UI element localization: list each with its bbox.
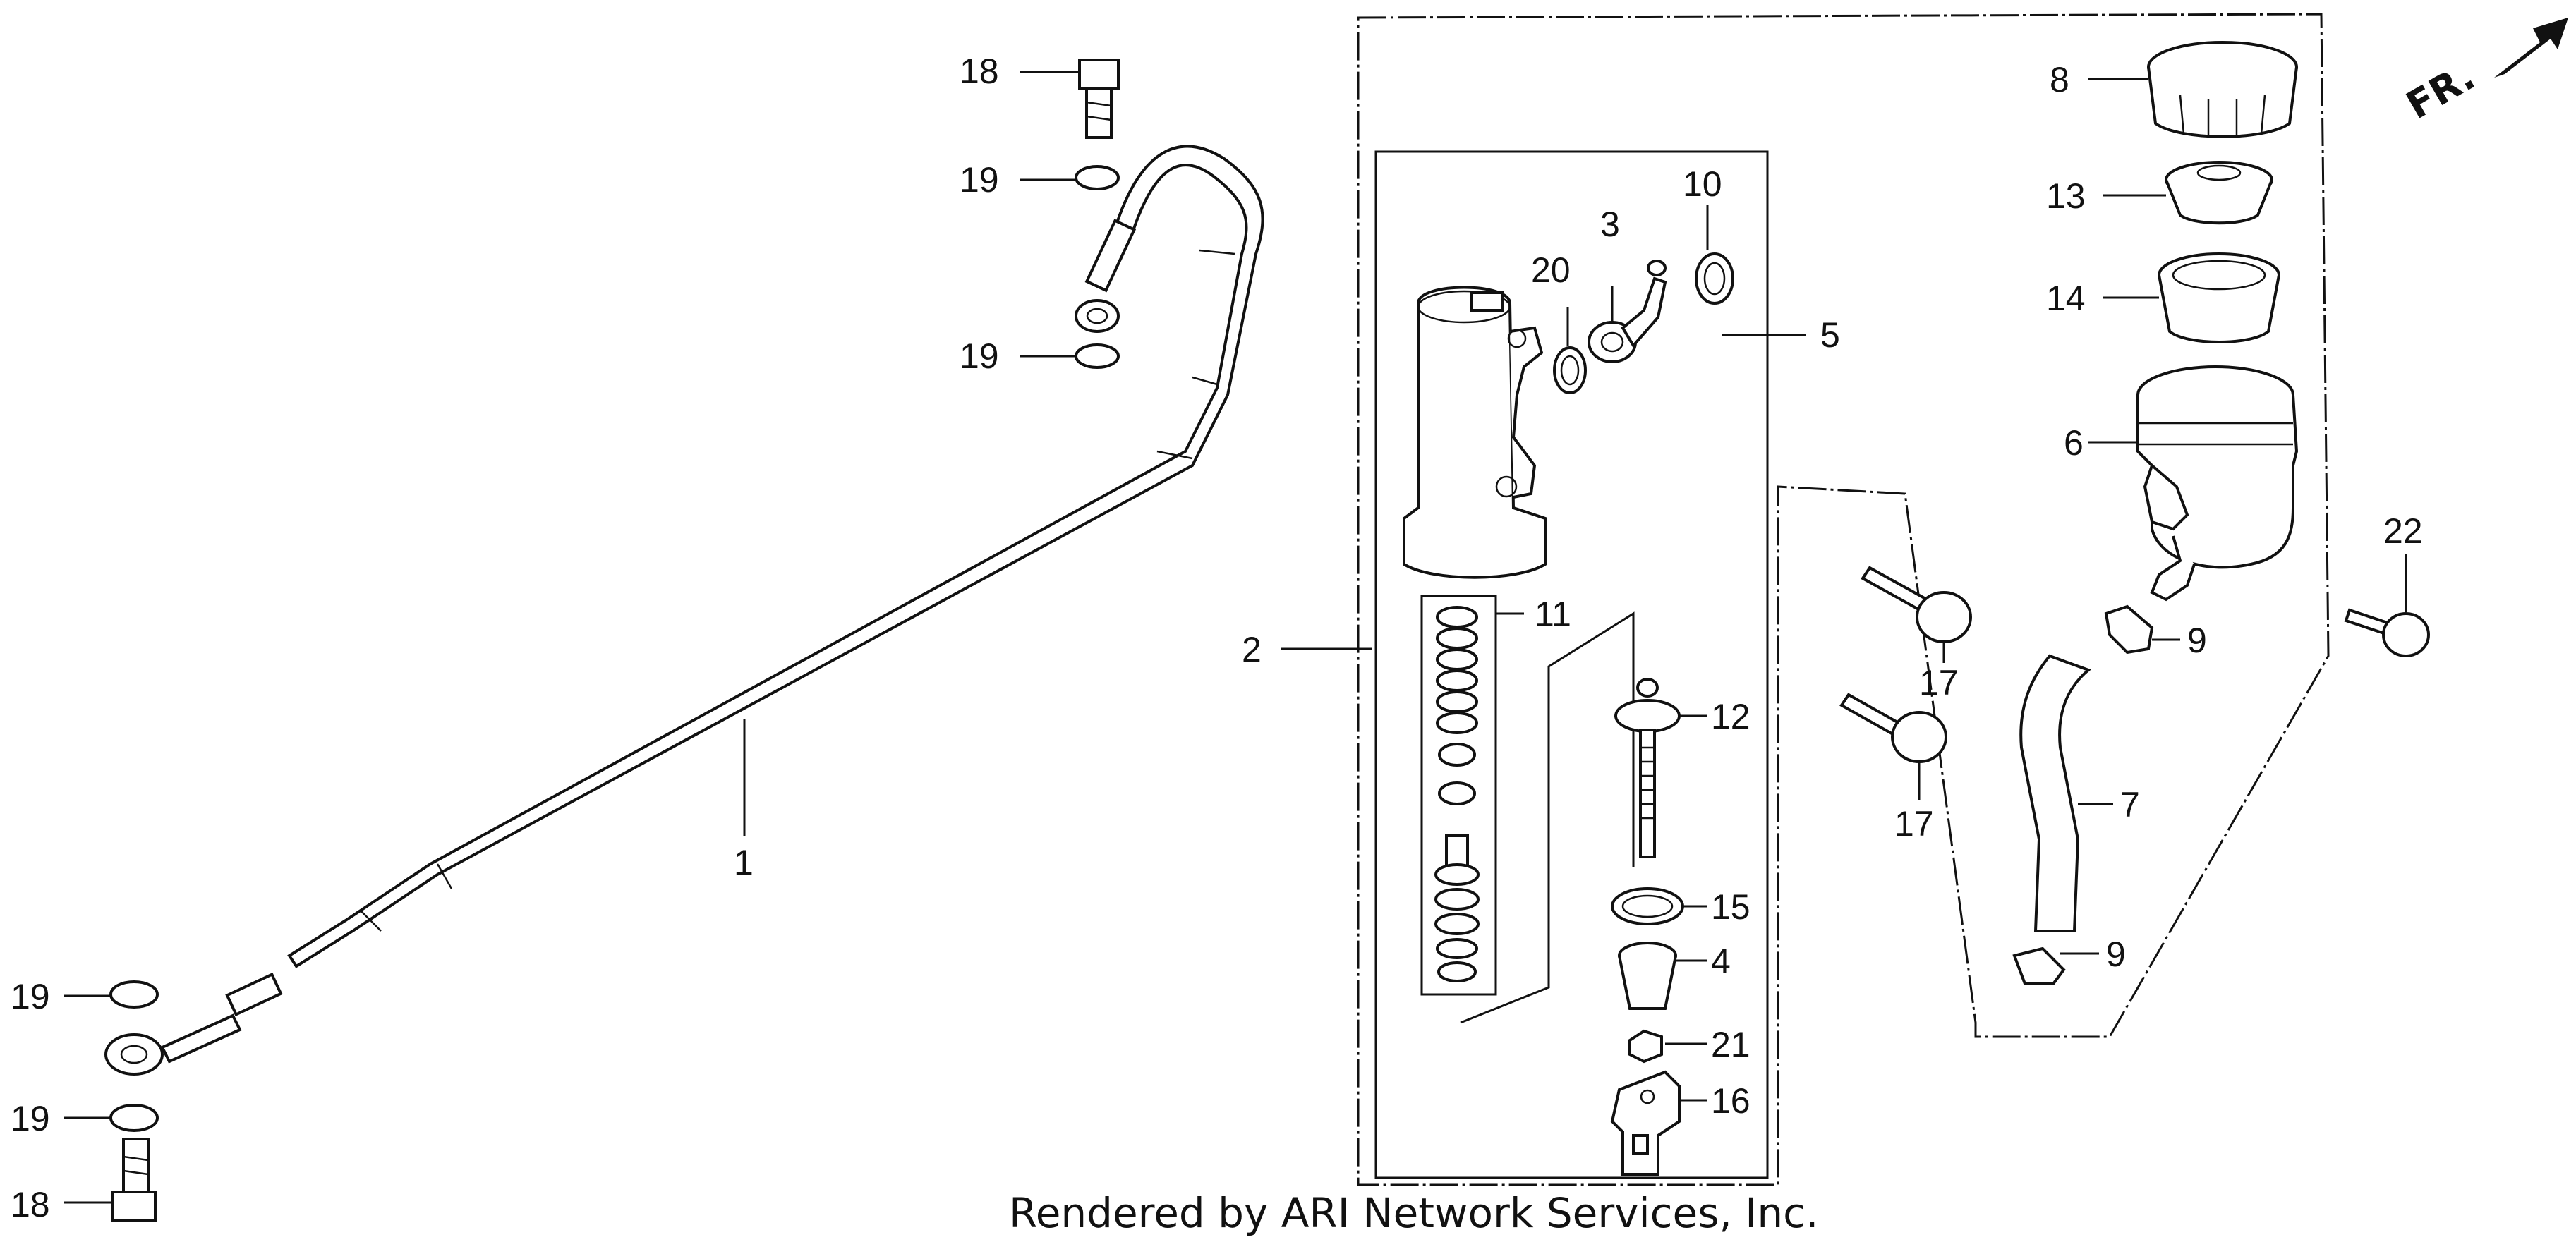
callout-9-top: 9 <box>2187 621 2207 660</box>
callout-18-bottom: 18 <box>11 1185 50 1224</box>
hose-clip-9-top <box>2104 604 2154 655</box>
hose-clip-9-bottom <box>2012 946 2066 985</box>
callout-3: 3 <box>1600 205 1620 244</box>
reservoir-hose-7 <box>2019 654 2091 932</box>
callout-10: 10 <box>1683 164 1722 204</box>
callout-20: 20 <box>1531 250 1571 290</box>
front-direction-label: FR. <box>2399 54 2482 128</box>
rod-kit-outline-12 <box>1460 611 1635 1024</box>
callout-21: 21 <box>1711 1025 1750 1064</box>
sealing-washer-top-1 <box>1075 165 1120 190</box>
bolt-17-lower <box>1839 693 1947 763</box>
callout-19-bottom-2: 19 <box>11 1099 50 1138</box>
master-cylinder-body <box>1403 286 1547 579</box>
callout-7: 7 <box>2120 785 2140 824</box>
reservoir-6 <box>2136 365 2299 602</box>
callout-19-bottom-1: 19 <box>11 977 50 1016</box>
sealing-washer-top-2 <box>1075 343 1120 369</box>
callout-labels: 18 19 19 1 19 19 18 2 20 3 10 5 11 12 15… <box>11 51 2423 1224</box>
callout-13: 13 <box>2046 176 2086 216</box>
banjo-bolt-top <box>1078 59 1120 139</box>
diaphragm-plate-13 <box>2165 161 2273 225</box>
callout-8: 8 <box>2050 60 2069 99</box>
callout-12: 12 <box>1711 697 1750 736</box>
push-rod-12 <box>1614 678 1681 858</box>
sealing-washer-bottom-1 <box>109 980 159 1009</box>
callout-15: 15 <box>1711 887 1750 927</box>
bolt-22 <box>2344 608 2430 657</box>
brake-hose <box>104 145 1264 1076</box>
assembly-outline-2 <box>1374 150 1769 1179</box>
seal-kit-outline-11 <box>1420 595 1497 996</box>
callout-14: 14 <box>2046 279 2086 318</box>
front-direction-arrow-icon <box>2494 18 2568 78</box>
callout-18-top: 18 <box>960 51 999 91</box>
callout-22: 22 <box>2383 511 2423 551</box>
callout-17-upper: 17 <box>1919 663 1959 702</box>
callout-9-bottom: 9 <box>2106 934 2126 974</box>
reservoir-cap-8 <box>2147 41 2298 138</box>
render-credit: Rendered by ARI Network Services, Inc. <box>1009 1189 1818 1237</box>
boot-4 <box>1618 942 1677 1010</box>
callout-6: 6 <box>2064 423 2084 463</box>
callout-19-top-1: 19 <box>960 160 999 200</box>
joint-16 <box>1610 1070 1681 1176</box>
callout-11: 11 <box>1535 595 1571 634</box>
piston-seal-kit <box>1434 606 1480 982</box>
callout-1: 1 <box>734 843 754 882</box>
hose-joint-3 <box>1588 260 1667 363</box>
diaphragm-14 <box>2158 252 2280 343</box>
callout-19-top-2: 19 <box>960 336 999 376</box>
callout-2: 2 <box>1242 630 1262 669</box>
callout-5: 5 <box>1820 315 1840 355</box>
banjo-bolt-bottom <box>111 1138 157 1222</box>
circlip-10 <box>1695 252 1734 305</box>
callout-17-lower: 17 <box>1894 804 1934 844</box>
callout-16: 16 <box>1711 1081 1750 1121</box>
leader-lines <box>64 71 2407 1204</box>
sealing-washer-bottom-2 <box>109 1104 159 1132</box>
assembly-outline-5 <box>1357 13 2330 1186</box>
o-ring-20 <box>1553 346 1587 394</box>
nut-21 <box>1628 1029 1663 1064</box>
callout-4: 4 <box>1711 942 1731 981</box>
